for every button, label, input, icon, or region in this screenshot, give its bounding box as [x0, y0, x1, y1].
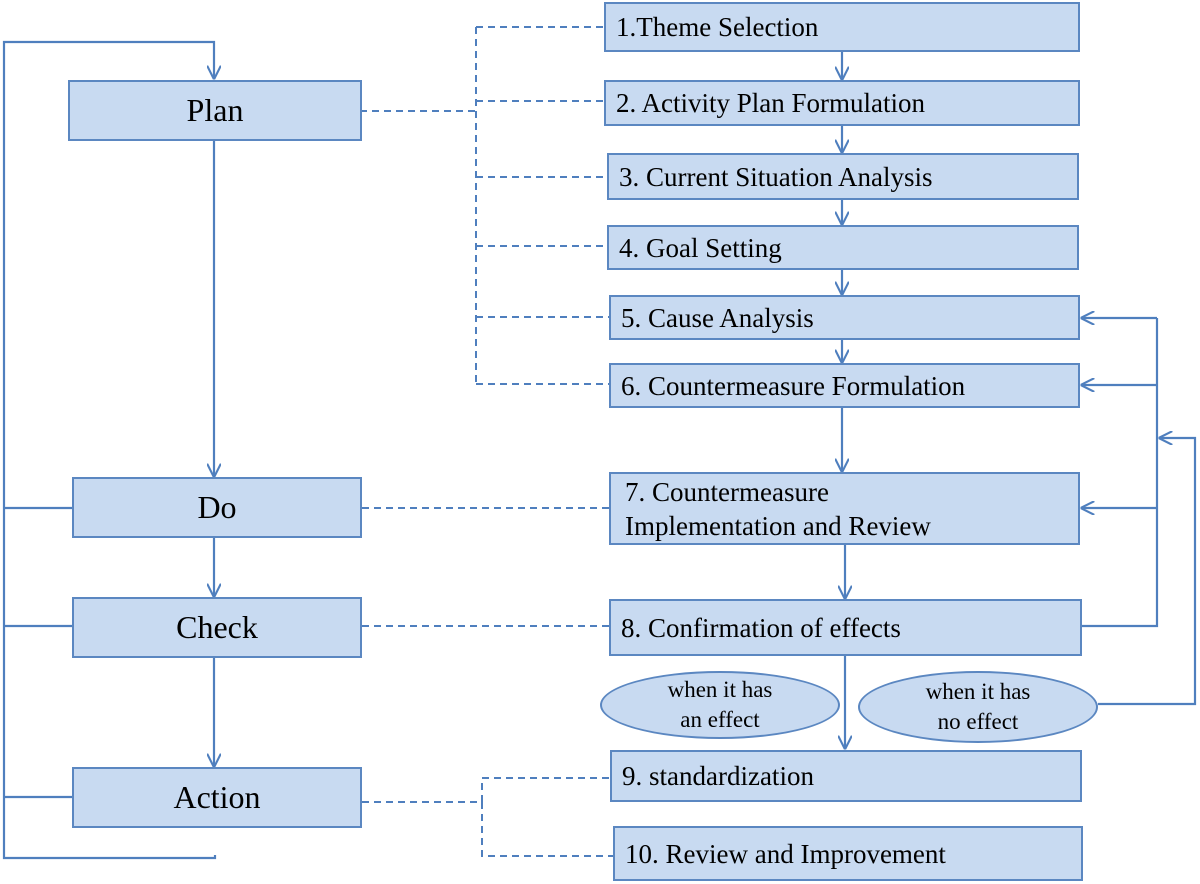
action-box: Action	[72, 767, 362, 828]
step-4-box: 4. Goal Setting	[607, 225, 1079, 270]
action-dashed-link-step10	[481, 802, 613, 857]
effect-condition-ellipse: when it has an effect	[600, 671, 840, 739]
action-dashed-link	[362, 777, 610, 803]
check-box: Check	[72, 597, 362, 658]
step-4-label: 4. Goal Setting	[619, 232, 782, 263]
step-6-box: 6. Countermeasure Formulation	[609, 363, 1080, 408]
no-effect-loop-line	[1098, 438, 1197, 706]
plan-box: Plan	[68, 80, 362, 141]
step-10-label: 10. Review and Improvement	[625, 838, 946, 869]
step-10-box: 10. Review and Improvement	[613, 826, 1083, 881]
step-1-box: 1.Theme Selection	[604, 2, 1080, 52]
step-9-box: 9. standardization	[610, 750, 1082, 802]
pdca-loop-line	[2, 40, 215, 860]
step-9-label: 9. standardization	[622, 761, 814, 791]
action-label: Action	[173, 779, 261, 815]
no-effect-condition-line2: no effect	[937, 709, 1019, 734]
step-2-label: 2. Activity Plan Formulation	[616, 88, 925, 118]
no-effect-condition-ellipse: when it has no effect	[858, 671, 1098, 743]
step-5-label: 5. Cause Analysis	[621, 302, 814, 333]
step-3-box: 3. Current Situation Analysis	[607, 153, 1079, 200]
step-8-label: 8. Confirmation of effects	[621, 612, 901, 643]
do-box: Do	[72, 477, 362, 538]
plan-label: Plan	[186, 92, 244, 128]
step-8-box: 8. Confirmation of effects	[609, 599, 1082, 656]
no-effect-condition-line1: when it has	[925, 679, 1031, 704]
effect-condition-line1: when it has	[667, 677, 773, 702]
step-7-box: 7. Countermeasure Implementation and Rev…	[609, 472, 1080, 545]
step-3-label: 3. Current Situation Analysis	[619, 161, 933, 192]
step-6-label: 6. Countermeasure Formulation	[621, 370, 966, 401]
step-2-box: 2. Activity Plan Formulation	[604, 80, 1080, 126]
step-1-label: 1.Theme Selection	[616, 12, 819, 42]
step-7-label-line1: 7. Countermeasure	[625, 476, 829, 507]
check-label: Check	[176, 609, 258, 645]
step-7-label-line2: Implementation and Review	[625, 510, 931, 541]
step8-feedback-line	[1080, 318, 1159, 628]
do-label: Do	[197, 489, 237, 525]
step-5-box: 5. Cause Analysis	[609, 295, 1080, 340]
effect-condition-line2: an effect	[680, 707, 760, 732]
